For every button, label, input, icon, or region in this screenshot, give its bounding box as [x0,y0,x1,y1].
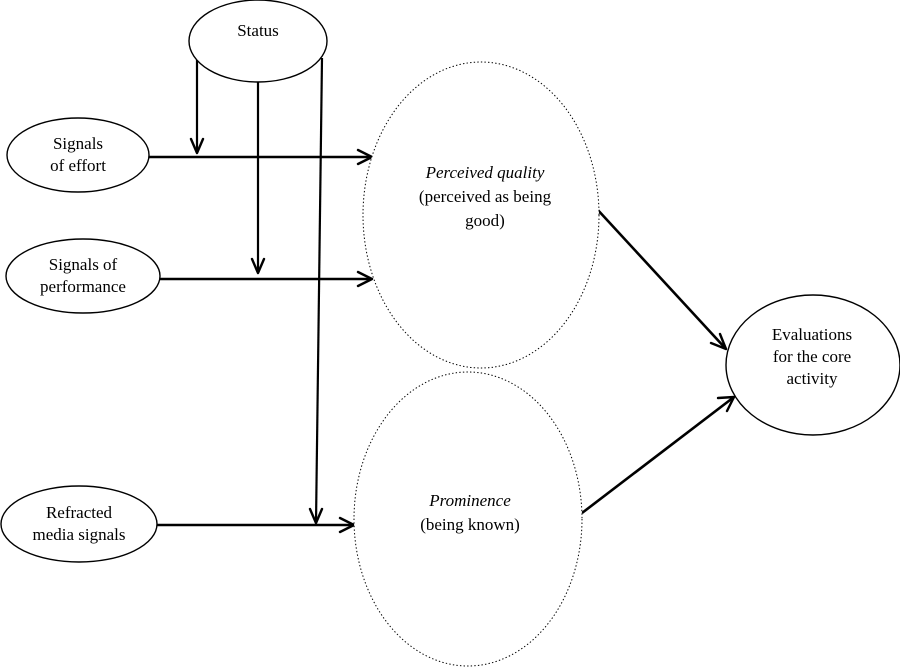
node-status-label: Status [237,21,279,40]
node-perceived-quality: Perceived quality (perceived as being go… [362,61,600,369]
node-refracted-media-signals: Refracted media signals [0,485,158,563]
edge-effort-to-quality-arrow [147,148,374,166]
edge-prominence-to-evaluations-arrow [581,395,736,515]
node-prominence-title: Prominence [428,491,511,510]
node-signals-of-performance-label-line2: performance [40,277,126,296]
edge-status-to-performance-arrow [250,82,266,275]
node-perceived-quality-line2: good) [465,211,505,230]
node-refracted-media-label-line2: media signals [32,525,125,544]
node-evaluations-line2: for the core [773,347,851,366]
edge-status-to-effort-arrow [189,60,205,155]
edge-media-to-prominence-arrow [155,516,356,534]
edge-quality-to-evaluations-arrow [595,207,728,351]
node-signals-of-effort-label-line1: Signals [53,134,103,153]
node-perceived-quality-title: Perceived quality [425,163,545,182]
node-perceived-quality-line1: (perceived as being [419,187,552,206]
node-status: Status [188,0,328,83]
node-signals-of-effort: Signals of effort [6,117,150,193]
node-signals-of-effort-label-line2: of effort [50,156,106,175]
node-evaluations-line1: Evaluations [772,325,852,344]
node-evaluations: Evaluations for the core activity [725,294,900,436]
node-prominence: Prominence (being known) [353,371,583,667]
node-refracted-media-label-line1: Refracted [46,503,113,522]
edge-performance-to-quality-arrow [157,270,374,288]
node-signals-of-performance-label-line1: Signals of [49,255,118,274]
edge-status-to-media-arrow [308,57,324,525]
node-prominence-line1: (being known) [420,515,520,534]
node-signals-of-performance: Signals of performance [5,238,161,314]
node-evaluations-line3: activity [787,369,838,388]
